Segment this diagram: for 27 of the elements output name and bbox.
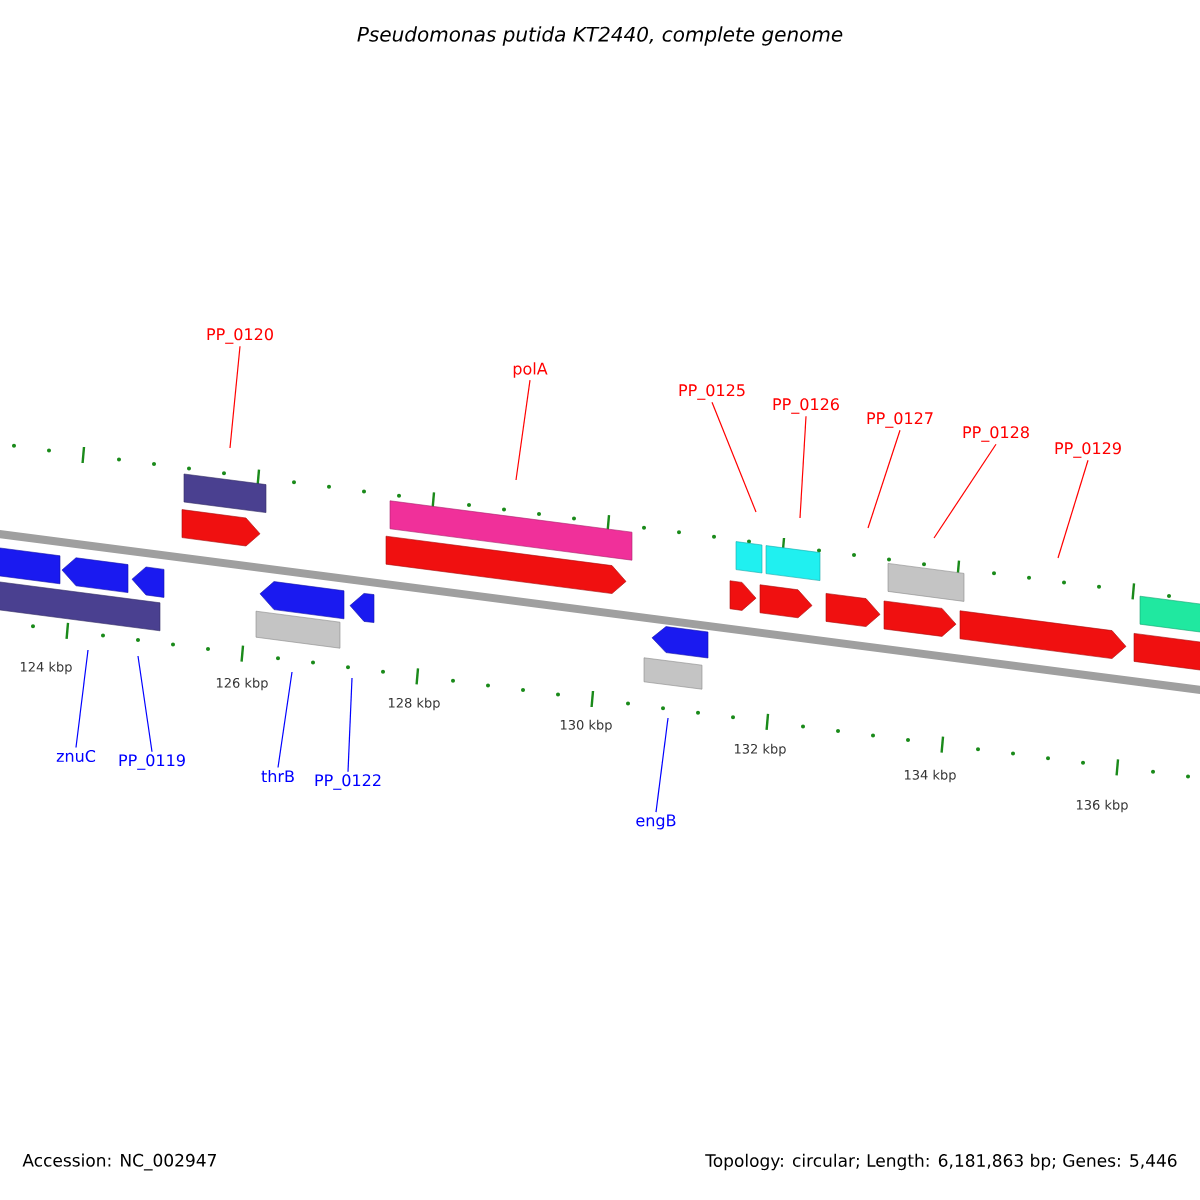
footer-text: Topology: circular; Length: 6,181,863 bp; Genes: 5,446 — [705, 1153, 1177, 1171]
gene-label: polA — [513, 362, 548, 378]
leader-line — [137, 655, 153, 753]
leader-line — [799, 415, 807, 519]
leader-line — [655, 717, 669, 813]
footer-text: Accession: NC_002947 — [22, 1153, 216, 1171]
leader-line — [75, 649, 89, 749]
gene-label: engB — [636, 814, 676, 830]
gene-label: PP_0128 — [963, 426, 1029, 442]
leader-line — [711, 401, 757, 513]
leader-line — [347, 677, 353, 773]
gene-label: thrB — [261, 769, 294, 783]
gene-label: PP_0129 — [1055, 442, 1121, 458]
gene-label: PP_0127 — [867, 412, 933, 428]
leader-line — [1057, 459, 1089, 559]
gene-label: znuC — [56, 749, 96, 763]
leader-line — [867, 429, 901, 529]
gene-label: PP_0126 — [773, 398, 839, 414]
leader-line — [229, 345, 241, 449]
gene-label: PP_0119 — [119, 754, 185, 770]
leader-line — [933, 443, 997, 539]
gene-label: PP_0120 — [207, 328, 273, 344]
leader-line — [515, 379, 531, 481]
title: Pseudomonas putida KT2440, complete genome — [357, 26, 843, 46]
gene-label: PP_0125 — [679, 384, 745, 400]
gene-label: PP_0122 — [315, 774, 381, 790]
leader-line — [277, 671, 293, 769]
